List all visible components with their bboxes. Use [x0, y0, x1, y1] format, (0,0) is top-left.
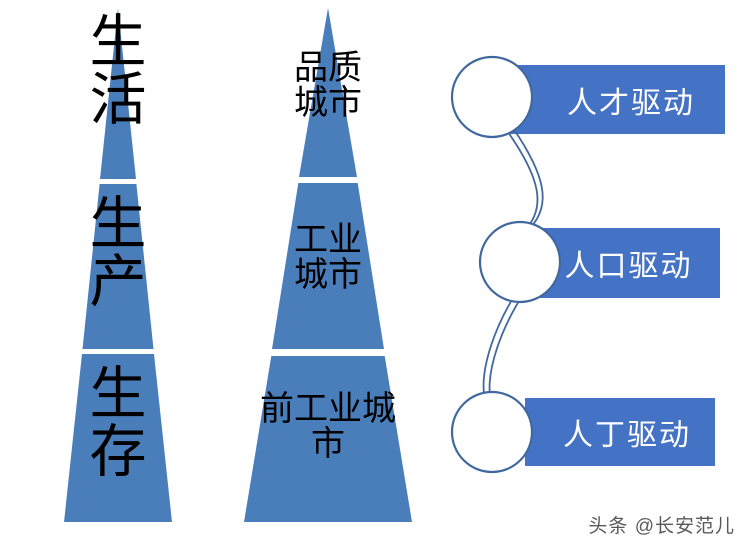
driver-bar-2[interactable]: 人口驱动: [531, 228, 720, 298]
city-pyramid: [244, 8, 412, 522]
life-pyramid-tier-top[interactable]: [100, 8, 136, 179]
city-pyramid-tier-bottom[interactable]: [244, 356, 412, 522]
driver-bar-3-label: 人丁驱动: [563, 419, 691, 452]
driver-circle-1[interactable]: [450, 55, 534, 139]
city-pyramid-tier-top[interactable]: [299, 8, 357, 177]
connector-curve-1b: [507, 131, 539, 232]
driver-circle-3[interactable]: [450, 390, 534, 474]
connector-curve-1a: [512, 127, 544, 229]
driver-bar-1-label: 人才驱动: [567, 86, 695, 120]
connector-curve-2b: [482, 289, 519, 395]
driver-bar-3[interactable]: 人丁驱动: [525, 398, 715, 466]
driver-circles: [450, 55, 562, 474]
driver-bar-3-shape[interactable]: [525, 398, 715, 466]
life-pyramid-tier-bottom[interactable]: [64, 354, 172, 522]
connector-curve-2a: [488, 292, 525, 397]
life-pyramid: [64, 8, 172, 522]
driver-bars: [501, 65, 725, 466]
watermark: 头条 @长安范儿: [588, 516, 735, 537]
driver-bar-1-shape[interactable]: [501, 65, 725, 134]
driver-bar-1[interactable]: 人才驱动: [501, 65, 725, 134]
life-pyramid-tier-middle[interactable]: [82, 184, 154, 349]
driver-bar-2-shape[interactable]: [531, 228, 720, 298]
city-pyramid-tier-middle[interactable]: [272, 183, 384, 349]
driver-bar-2-label: 人口驱动: [564, 250, 693, 283]
driver-circle-2[interactable]: [478, 220, 562, 304]
